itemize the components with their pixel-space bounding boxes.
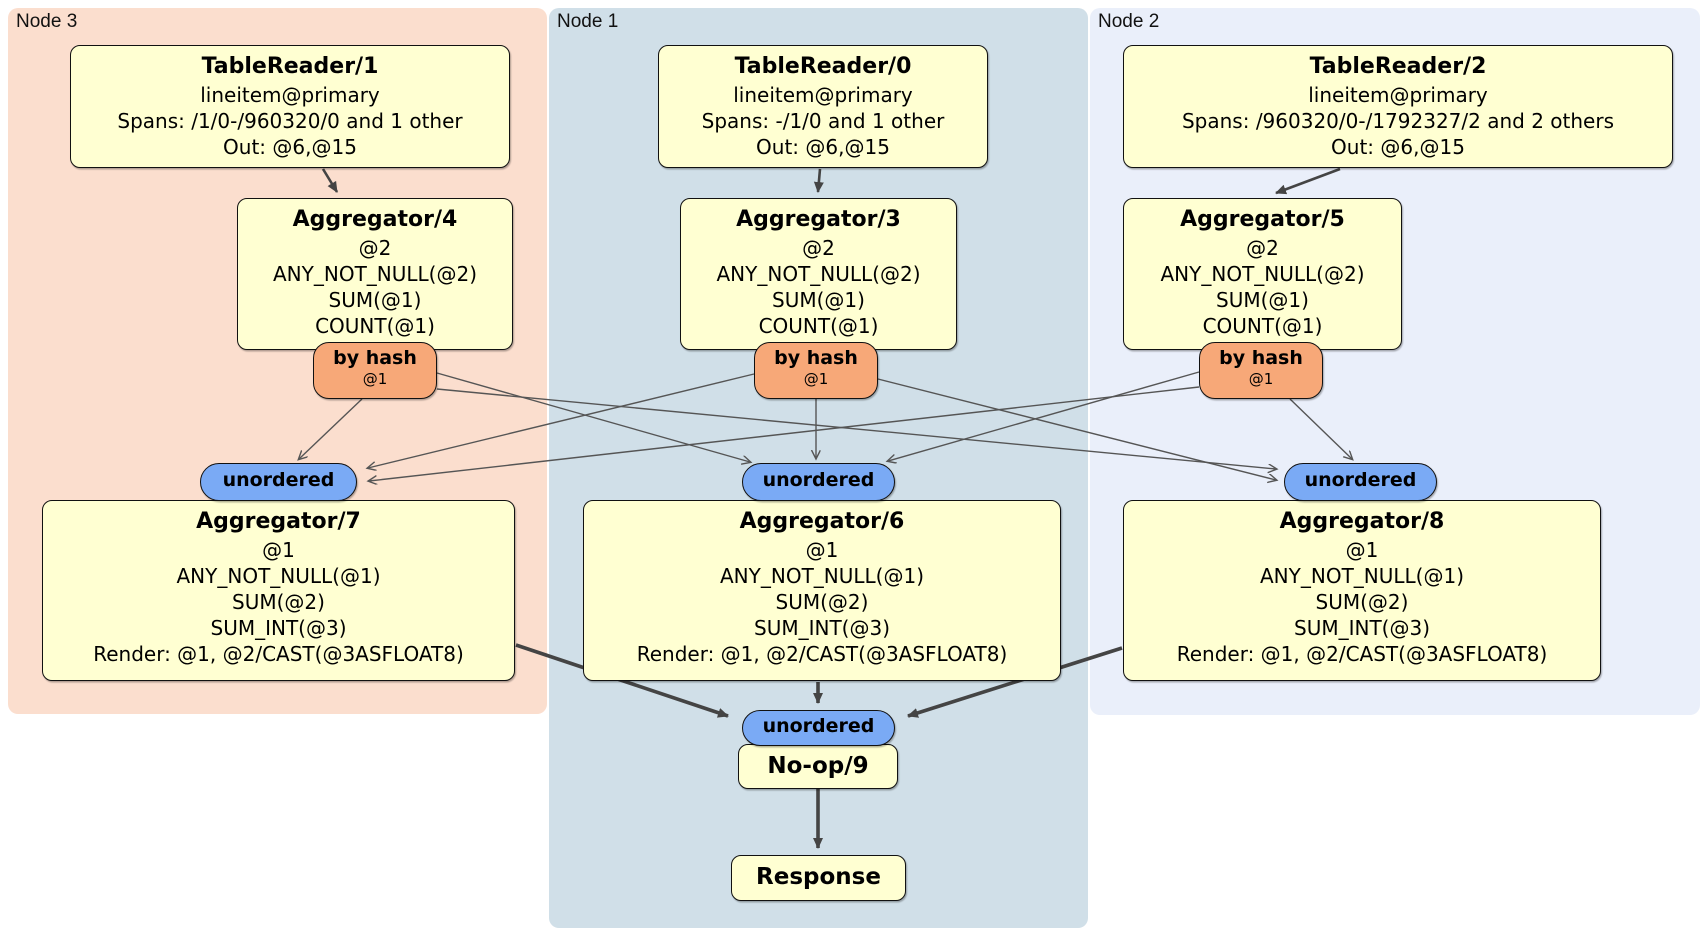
router-label: by hash xyxy=(1219,347,1303,369)
processor-noop-9[interactable]: No-op/9 xyxy=(738,744,898,789)
agg-render: Render: @1, @2/CAST(@3ASFLOAT8) xyxy=(93,642,464,666)
agg-fn: COUNT(@1) xyxy=(315,314,435,338)
agg-fn: SUM(@1) xyxy=(772,288,865,312)
agg-group-cols: @1 xyxy=(805,538,839,562)
router-key: @1 xyxy=(1248,370,1274,388)
processor-tablereader-1[interactable]: TableReader/1 lineitem@primary Spans: /1… xyxy=(70,45,510,168)
agg-fn: SUM(@2) xyxy=(1315,590,1409,614)
router-by-hash-right[interactable]: by hash @1 xyxy=(1199,342,1323,399)
agg-fn: SUM_INT(@3) xyxy=(1294,616,1430,640)
router-key: @1 xyxy=(362,370,388,388)
processor-aggregator-6[interactable]: Aggregator/6 @1 ANY_NOT_NULL(@1) SUM(@2)… xyxy=(583,500,1061,681)
agg-fn: SUM_INT(@3) xyxy=(210,616,347,640)
processor-out: Out: @6,@15 xyxy=(756,135,890,159)
processor-index: lineitem@primary xyxy=(733,83,913,107)
sync-unordered-final[interactable]: unordered xyxy=(742,710,895,746)
processor-index: lineitem@primary xyxy=(200,83,380,107)
agg-group-cols: @2 xyxy=(358,236,392,260)
agg-fn: SUM(@2) xyxy=(232,590,325,614)
agg-render: Render: @1, @2/CAST(@3ASFLOAT8) xyxy=(1176,642,1548,666)
region-label-node1: Node 1 xyxy=(557,11,619,32)
sync-unordered-middle[interactable]: unordered xyxy=(742,463,895,501)
processor-title: Aggregator/4 xyxy=(292,207,458,232)
router-by-hash-left[interactable]: by hash @1 xyxy=(313,342,437,399)
agg-group-cols: @1 xyxy=(262,538,295,562)
processor-aggregator-8[interactable]: Aggregator/8 @1 ANY_NOT_NULL(@1) SUM(@2)… xyxy=(1123,500,1601,681)
processor-response[interactable]: Response xyxy=(731,855,906,901)
processor-title: Aggregator/3 xyxy=(736,207,901,232)
router-key: @1 xyxy=(803,370,829,388)
processor-title: Aggregator/5 xyxy=(1180,207,1345,232)
processor-aggregator-7[interactable]: Aggregator/7 @1 ANY_NOT_NULL(@1) SUM(@2)… xyxy=(42,500,515,681)
processor-aggregator-3[interactable]: Aggregator/3 @2 ANY_NOT_NULL(@2) SUM(@1)… xyxy=(680,198,957,350)
processor-spans: Spans: -/1/0 and 1 other xyxy=(701,109,945,133)
processor-title: Aggregator/7 xyxy=(196,509,361,534)
agg-group-cols: @1 xyxy=(1345,538,1379,562)
processor-tablereader-0[interactable]: TableReader/0 lineitem@primary Spans: -/… xyxy=(658,45,988,168)
agg-fn: SUM(@2) xyxy=(775,590,869,614)
agg-fn: ANY_NOT_NULL(@1) xyxy=(1260,564,1464,588)
agg-group-cols: @2 xyxy=(1246,236,1279,260)
processor-out: Out: @6,@15 xyxy=(223,135,357,159)
processor-tablereader-2[interactable]: TableReader/2 lineitem@primary Spans: /9… xyxy=(1123,45,1673,168)
processor-spans: Spans: /1/0-/960320/0 and 1 other xyxy=(117,109,463,133)
agg-fn: ANY_NOT_NULL(@2) xyxy=(716,262,921,286)
router-by-hash-middle[interactable]: by hash @1 xyxy=(754,342,878,399)
processor-aggregator-4[interactable]: Aggregator/4 @2 ANY_NOT_NULL(@2) SUM(@1)… xyxy=(237,198,513,350)
sync-unordered-left[interactable]: unordered xyxy=(200,463,357,501)
agg-fn: SUM(@1) xyxy=(328,288,422,312)
agg-group-cols: @2 xyxy=(802,236,835,260)
edges-tablereader-to-aggregator xyxy=(321,167,1341,195)
edges-hash-to-unordered xyxy=(299,371,1352,481)
agg-render: Render: @1, @2/CAST(@3ASFLOAT8) xyxy=(636,642,1008,666)
region-label-node3: Node 3 xyxy=(16,11,78,32)
agg-fn: SUM(@1) xyxy=(1216,288,1309,312)
agg-fn: ANY_NOT_NULL(@1) xyxy=(176,564,381,588)
agg-fn: ANY_NOT_NULL(@2) xyxy=(1160,262,1365,286)
processor-index: lineitem@primary xyxy=(1308,83,1488,107)
processor-out: Out: @6,@15 xyxy=(1331,135,1465,159)
processor-title: TableReader/2 xyxy=(1309,54,1487,79)
agg-fn: SUM_INT(@3) xyxy=(754,616,890,640)
processor-title: TableReader/0 xyxy=(734,54,912,79)
processor-spans: Spans: /960320/0-/1792327/2 and 2 others xyxy=(1181,109,1614,133)
processor-aggregator-5[interactable]: Aggregator/5 @2 ANY_NOT_NULL(@2) SUM(@1)… xyxy=(1123,198,1402,350)
region-label-node2: Node 2 xyxy=(1098,11,1160,32)
agg-fn: ANY_NOT_NULL(@2) xyxy=(273,262,477,286)
agg-fn: COUNT(@1) xyxy=(758,314,879,338)
processor-title: Aggregator/6 xyxy=(739,509,905,534)
router-label: by hash xyxy=(333,347,417,369)
processor-title: TableReader/1 xyxy=(201,54,379,79)
agg-fn: COUNT(@1) xyxy=(1202,314,1323,338)
sync-unordered-right[interactable]: unordered xyxy=(1284,463,1437,501)
agg-fn: ANY_NOT_NULL(@1) xyxy=(720,564,924,588)
processor-title: Aggregator/8 xyxy=(1279,509,1445,534)
router-label: by hash xyxy=(774,347,858,369)
